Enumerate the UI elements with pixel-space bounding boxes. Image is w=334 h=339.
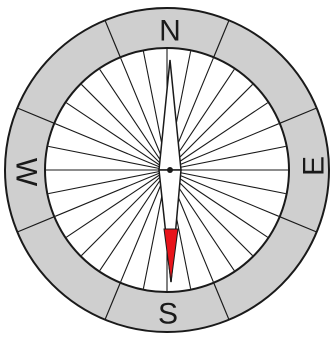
cardinal-label-north: N — [159, 15, 181, 48]
cardinal-label-south: S — [158, 298, 178, 331]
cardinal-label-west: W — [10, 158, 43, 187]
needle-pivot — [167, 167, 173, 173]
cardinal-label-east: E — [298, 156, 331, 176]
